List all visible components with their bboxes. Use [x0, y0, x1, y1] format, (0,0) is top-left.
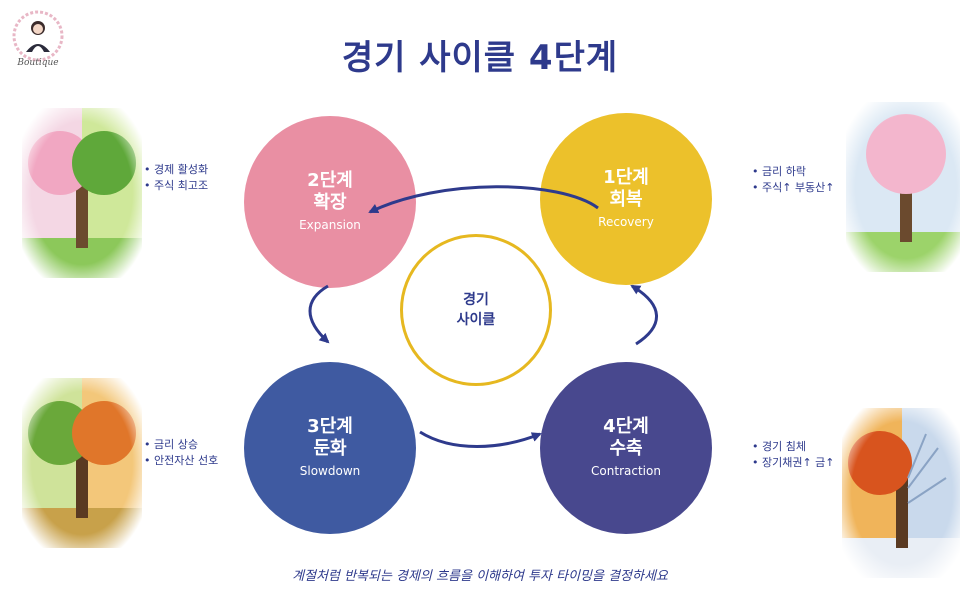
expansion-notes: • 경제 활성화 • 주식 최고조 [144, 162, 208, 194]
spring-tree-image [846, 102, 960, 272]
expansion-note-2: • 주식 최고조 [144, 179, 209, 192]
center-label-line1: 경기 [463, 292, 489, 308]
stage-slowdown-english: Slowdown [299, 464, 361, 478]
autumn-winter-tree-image [842, 408, 960, 578]
stage-recovery-step: 1단계 [603, 167, 649, 188]
expansion-note-1: • 경제 활성화 [144, 163, 209, 176]
stage-slowdown-circle: 3단계 둔화 Slowdown [244, 362, 416, 534]
stage-expansion-circle: 2단계 확장 Expansion [244, 116, 416, 288]
caption: 계절처럼 반복되는 경제의 흐름을 이해하여 투자 타이밍을 결정하세요 [292, 569, 668, 584]
arrow-contraction-to-recovery [630, 284, 658, 346]
slowdown-note-1: • 금리 상승 [144, 438, 198, 451]
page-title: 경기 사이클 4단계 [341, 38, 619, 78]
stage-recovery-english: Recovery [598, 215, 654, 229]
summer-autumn-tree-image [22, 378, 142, 548]
slowdown-notes: • 금리 상승 • 안전자산 선호 [144, 437, 218, 469]
contraction-note-2: • 장기채권↑ 금↑ [752, 456, 835, 469]
center-label-line2: 사이클 [456, 312, 496, 328]
contraction-notes: • 경기 침체 • 장기채권↑ 금↑ [752, 439, 835, 471]
recovery-note-1: • 금리 하락 [752, 165, 806, 178]
stage-contraction-circle: 4단계 수축 Contraction [540, 362, 712, 534]
spring-summer-tree-image [22, 108, 142, 278]
slowdown-note-2: • 안전자산 선호 [144, 454, 219, 467]
arrow-slowdown-to-contraction [419, 430, 542, 448]
stage-recovery-circle: 1단계 회복 Recovery [540, 113, 712, 285]
stage-slowdown-step: 3단계 [307, 416, 353, 437]
recovery-notes: • 금리 하락 • 주식↑ 부동산↑ [752, 164, 835, 196]
contraction-note-1: • 경기 침체 [752, 440, 806, 453]
stage-contraction-english: Contraction [591, 464, 661, 478]
stage-expansion-step: 2단계 [307, 170, 353, 191]
stage-contraction-step: 4단계 [603, 416, 649, 437]
stage-contraction-name: 수축 [609, 438, 643, 459]
stage-expansion-name: 확장 [313, 192, 347, 213]
stage-expansion-english: Expansion [299, 218, 361, 232]
stage-recovery-name: 회복 [609, 189, 643, 210]
center-cycle-circle: 경기 사이클 [400, 234, 552, 386]
logo-text: Boutique [17, 58, 59, 68]
boutique-logo [12, 10, 64, 62]
arrow-expansion-to-slowdown [308, 284, 330, 344]
recovery-note-2: • 주식↑ 부동산↑ [752, 181, 835, 194]
stage-slowdown-name: 둔화 [313, 438, 347, 459]
